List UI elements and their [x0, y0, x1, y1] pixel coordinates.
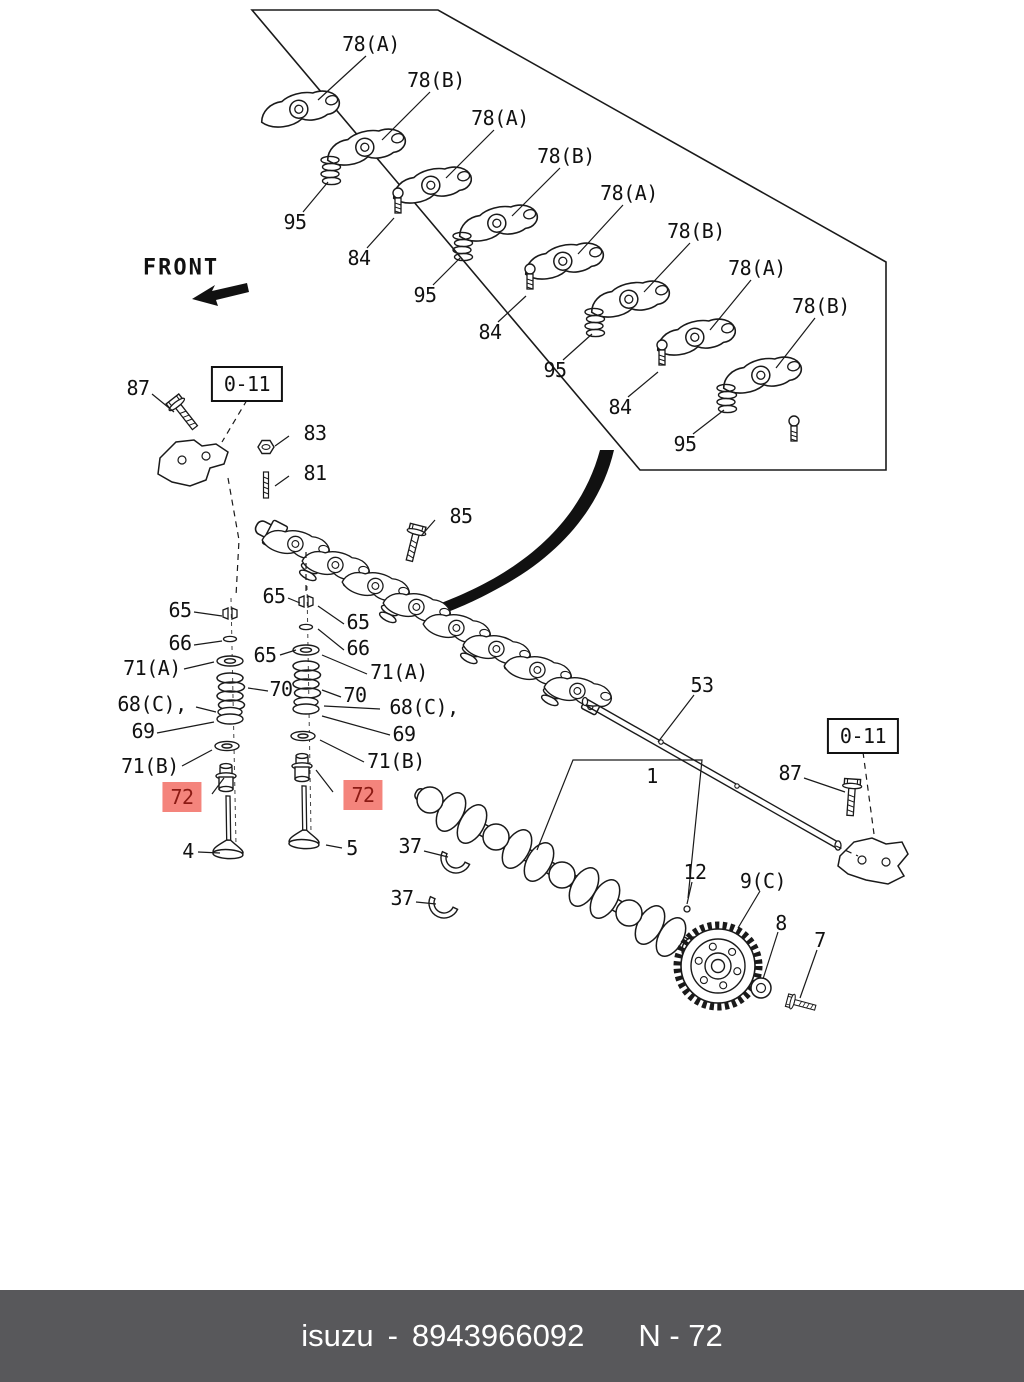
bracket-right	[837, 837, 909, 885]
part-label-72-highlight-2[interactable]: 72	[343, 780, 383, 810]
diagram-canvas	[151, 9, 909, 1016]
timing-gear	[673, 921, 763, 1011]
part-label-78b-1: 78(B)	[407, 68, 465, 92]
bolt-85	[399, 522, 429, 564]
part-label-78a-4: 78(A)	[728, 256, 786, 280]
leader-lines	[151, 55, 846, 999]
part-label-84-2: 84	[478, 320, 502, 344]
footer-brand: isuzu	[301, 1318, 374, 1353]
part-label-70-2: 70	[343, 683, 367, 707]
footer-bar: isuzu - 8943966092 N - 72	[0, 1290, 1024, 1382]
part-label-65-3: 65	[253, 643, 277, 667]
part-label-78b-3: 78(B)	[667, 219, 725, 243]
valve-4	[211, 794, 247, 861]
part-label-71a-2: 71(A)	[370, 660, 428, 684]
part-label-78a-2: 78(A)	[471, 106, 529, 130]
part-label-9c: 9(C)	[739, 869, 787, 893]
ref-box-0-11-right[interactable]: 0-11	[826, 718, 900, 754]
part-label-68c-1: 68(C),	[117, 692, 187, 716]
part-label-87-left: 87	[126, 376, 150, 400]
part-label-95-3: 95	[543, 358, 567, 382]
part-label-37-1: 37	[398, 834, 422, 858]
part-label-37-2: 37	[390, 886, 414, 910]
part-label-65-1: 65	[168, 598, 192, 622]
part-label-78b-4: 78(B)	[792, 294, 850, 318]
inset-panel-border	[250, 9, 887, 471]
bolt-87-left	[164, 392, 204, 435]
part-label-95-2: 95	[413, 283, 437, 307]
part-label-84-1: 84	[347, 246, 371, 270]
part-label-71a-1: 71(A)	[123, 656, 181, 680]
dashed-lines	[221, 399, 875, 857]
part-label-68c-2: 68(C),	[389, 695, 459, 719]
part-label-4: 4	[182, 839, 194, 863]
camshaft	[414, 786, 725, 970]
nut-83	[257, 439, 275, 455]
pin-12	[683, 905, 691, 913]
part-label-72-highlight-1[interactable]: 72	[162, 782, 202, 812]
part-label-78b-2: 78(B)	[537, 144, 595, 168]
part-label-7: 7	[814, 928, 826, 952]
front-label: FRONT	[142, 255, 220, 281]
part-label-71b-2: 71(B)	[367, 749, 425, 773]
rocker-arm-set	[256, 84, 805, 442]
part-label-87-right: 87	[778, 761, 802, 785]
part-label-69-1: 69	[131, 719, 155, 743]
part-label-65-4: 65	[346, 610, 370, 634]
part-label-1: 1	[646, 764, 658, 788]
part-label-69-2: 69	[392, 722, 416, 746]
part-label-12: 12	[683, 860, 707, 884]
footer-page-code: N - 72	[638, 1318, 723, 1353]
bolt-87-right	[839, 777, 863, 817]
rocker-shaft-assembly	[254, 519, 616, 716]
callout-bracket-1	[536, 759, 703, 899]
part-label-65-2: 65	[262, 584, 286, 608]
valve-stack-left	[211, 597, 247, 861]
part-label-53: 53	[690, 673, 714, 697]
part-label-66-1: 66	[168, 631, 192, 655]
part-label-71b-1: 71(B)	[121, 754, 179, 778]
front-arrow-icon	[192, 283, 249, 306]
part-label-95-4: 95	[673, 432, 697, 456]
ref-box-0-11-left[interactable]: 0-11	[210, 366, 284, 402]
stud-81	[262, 471, 270, 499]
part-label-81: 81	[303, 461, 327, 485]
part-label-78a-3: 78(A)	[600, 181, 658, 205]
pointer-swoosh	[436, 450, 614, 615]
part-label-95-1: 95	[283, 210, 307, 234]
part-label-83: 83	[303, 421, 327, 445]
part-label-70-1: 70	[269, 677, 293, 701]
valve-stack-right	[287, 585, 323, 851]
bracket-left	[157, 439, 229, 487]
rocker-shaft-rod	[581, 696, 842, 851]
part-label-8: 8	[775, 911, 787, 935]
footer-separator: -	[387, 1318, 398, 1353]
part-label-78a-1: 78(A)	[342, 32, 400, 56]
part-label-66-2: 66	[346, 636, 370, 660]
washer-8	[750, 977, 772, 999]
footer-part-number: 8943966092	[411, 1318, 585, 1353]
part-label-84-3: 84	[608, 395, 632, 419]
valve-5	[287, 784, 323, 851]
part-label-85: 85	[449, 504, 473, 528]
part-label-5: 5	[346, 836, 358, 860]
bearing-shell-2	[423, 895, 459, 924]
